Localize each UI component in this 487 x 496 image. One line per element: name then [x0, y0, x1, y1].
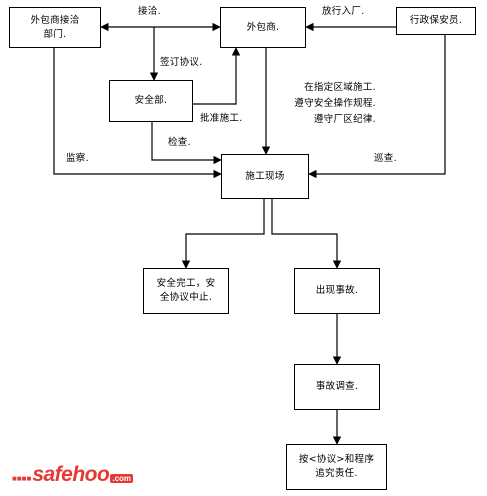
release-label: 放行入厂. [322, 6, 365, 17]
contractor-box: 外包商. [220, 7, 306, 48]
site-to-accident-arrow [271, 199, 342, 269]
safehoo-logo: ■■■■ safehoo .com [12, 463, 134, 489]
site-rules-label: 在指定区域施工. 遵守安全操作规程. 遵守厂区纪律. [294, 82, 376, 125]
investigation-box: 事故调查. [294, 364, 380, 410]
patrol-label: 巡查. [374, 153, 397, 164]
contact-label: 接洽. [138, 6, 161, 17]
accountability-box: 按<协议>和程序 追究责任. [286, 444, 387, 490]
safety-dept-box: 安全部. [109, 80, 193, 122]
sign-agreement-label: 签订协议. [160, 57, 203, 68]
inspect-label: 检查. [168, 137, 191, 148]
logo-tld: .com [110, 474, 134, 483]
contractor-contact-dept-box: 外包商接洽 部门. [9, 7, 101, 48]
approve-label: 批准施工. [200, 113, 243, 124]
patrol-arrow [308, 35, 446, 179]
supervise-arrow [53, 48, 222, 179]
safe-completion-box: 安全完工，安 全协议中止. [143, 268, 229, 314]
accident-box: 出现事故. [294, 268, 380, 314]
inspect-arrow [151, 122, 222, 165]
logo-brand: safehoo [32, 463, 110, 486]
logo-dots: ■■■■ [12, 474, 32, 483]
site-to-completion-arrow [181, 199, 265, 269]
construction-site-box: 施工现场 [221, 154, 309, 199]
supervise-label: 监察. [66, 153, 89, 164]
admin-security-box: 行政保安员. [396, 7, 476, 35]
approve-arrow [193, 47, 241, 105]
